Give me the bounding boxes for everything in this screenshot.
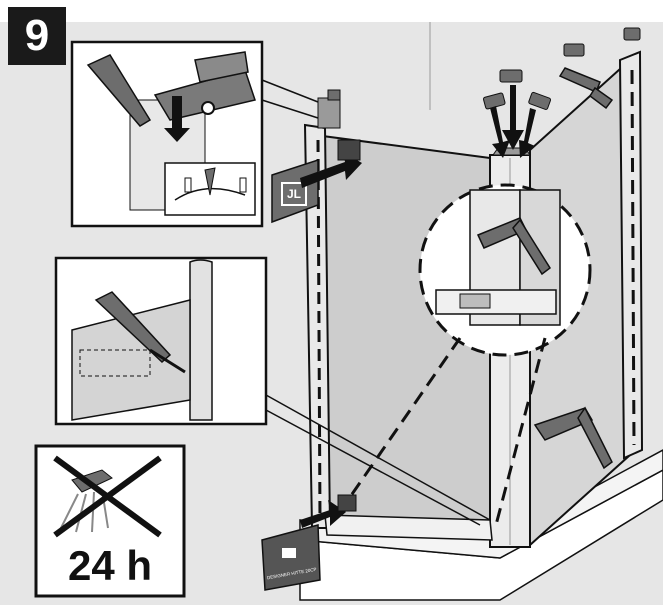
step-number-badge: 9 bbox=[8, 7, 66, 65]
leader-line bbox=[261, 99, 319, 119]
arrow-icon bbox=[300, 152, 362, 188]
upper-cap-part bbox=[271, 158, 319, 224]
upper-cap-slot bbox=[337, 139, 361, 161]
leader-line bbox=[494, 337, 547, 526]
silicone-gun-icon bbox=[558, 67, 614, 110]
bottom-rail bbox=[324, 514, 493, 541]
no-shower-icon bbox=[34, 444, 186, 598]
leader-line bbox=[265, 394, 491, 521]
cure-time-label: 24 h bbox=[67, 542, 153, 589]
leader-line bbox=[265, 409, 481, 526]
arrow-icon bbox=[490, 85, 536, 158]
leader-line bbox=[261, 79, 319, 103]
leader-line bbox=[346, 337, 462, 501]
top-caps bbox=[482, 27, 641, 156]
arrow-icon bbox=[300, 500, 346, 528]
top-detail-inset bbox=[70, 40, 264, 228]
middle-detail-inset bbox=[54, 256, 268, 426]
silicone-gun-icon bbox=[533, 406, 613, 470]
lower-cap-slot bbox=[337, 494, 357, 512]
top-hinge-on-door bbox=[317, 89, 341, 129]
detail-magnifier bbox=[418, 183, 592, 357]
lower-cap-part bbox=[261, 524, 321, 591]
top-strip bbox=[0, 0, 663, 22]
